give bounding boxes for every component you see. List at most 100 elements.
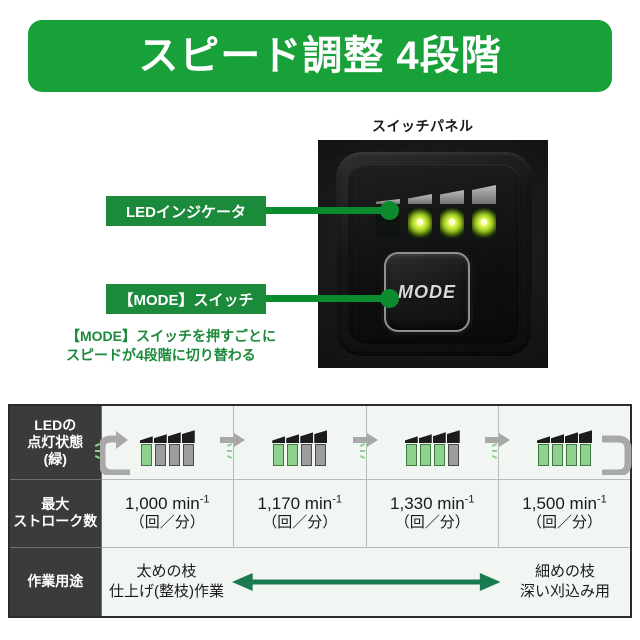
led-spark-icon-1 <box>94 443 102 460</box>
stroke-number-3: 1,330 min <box>390 494 465 513</box>
led-cell-step-4 <box>491 404 632 480</box>
mini-led-2 <box>153 434 167 467</box>
callout-mode-line <box>266 295 389 302</box>
stroke-exponent-4: -1 <box>596 493 607 506</box>
table-row-stroke-count: 最大 ストローク数 1,000 min-1 （回／分） 1,170 min-1 … <box>8 478 632 548</box>
led-icon-group-2 <box>226 430 366 467</box>
led-cell-step-3 <box>359 404 510 480</box>
row-header-stroke-count: 最大 ストローク数 <box>8 478 102 548</box>
title-banner: スピード調整 4段階 <box>28 20 612 92</box>
mini-led-3 <box>432 432 446 467</box>
loop-back-path-right <box>602 435 632 475</box>
row-header-led-line1: LEDの <box>34 417 77 434</box>
row-header-led-state: LEDの 点灯状態 (緑) <box>8 404 102 480</box>
flow-arrow-3 <box>485 433 510 447</box>
mini-led-3 <box>565 432 578 467</box>
stroke-exponent-3: -1 <box>464 493 475 506</box>
flow-arrow-1 <box>220 433 245 447</box>
mini-led-1 <box>139 436 153 467</box>
mini-led-1 <box>537 436 550 467</box>
led-mark-3 <box>440 190 464 204</box>
page-title: スピード調整 4段階 <box>138 34 502 78</box>
work-use-left-line1: 太めの枝 <box>136 563 197 581</box>
work-use-right-text: 細めの枝 深い刈込み用 <box>500 562 630 601</box>
stroke-value-4: 1,500 min-1 <box>499 493 630 514</box>
stroke-cell-step-2: 1,170 min-1 （回／分） <box>233 478 367 548</box>
double-arrow-icon <box>231 572 500 591</box>
row-header-led-line3: (緑) <box>43 450 67 467</box>
led-spark-icon-3 <box>359 443 367 460</box>
stroke-value-1: 1,000 min-1 <box>102 493 234 514</box>
work-use-left-text: 太めの枝 仕上げ(整枝)作業 <box>102 562 232 601</box>
row-header-stroke-line2: ストローク数 <box>13 513 98 529</box>
led-mark-2 <box>408 194 432 204</box>
led-mark-4 <box>472 185 496 204</box>
stroke-number-1: 1,000 min <box>125 494 200 513</box>
stroke-cell-step-1: 1,000 min-1 （回／分） <box>100 478 234 548</box>
led-cell-step-1 <box>94 404 245 480</box>
mode-switch-button[interactable]: MODE <box>384 252 470 332</box>
led-light-2 <box>408 208 432 238</box>
led-cell-step-2 <box>226 404 378 480</box>
led-light-4 <box>472 208 496 238</box>
stroke-unit-1: （回／分） <box>129 514 205 532</box>
work-use-range-arrow <box>231 572 500 592</box>
callout-mode-dot <box>380 289 399 308</box>
row-header-stroke-line1: 最大 <box>41 496 70 513</box>
row-header-work-use: 作業用途 <box>8 546 102 618</box>
flow-arrow-2 <box>352 433 378 447</box>
table-row-led-state: LEDの 点灯状態 (緑) <box>8 404 632 480</box>
callout-led-line <box>266 207 389 214</box>
stroke-number-4: 1,500 min <box>522 494 597 513</box>
led-spark-icon-4 <box>491 443 499 460</box>
led-spark-icon-2 <box>226 443 234 460</box>
mini-led-1 <box>272 436 286 467</box>
callout-led-indicator-label: LEDインジケータ <box>125 203 246 221</box>
work-use-right-line1: 細めの枝 <box>534 563 595 581</box>
table-row-work-use: 作業用途 太めの枝 仕上げ(整枝)作業 細め <box>8 546 632 618</box>
stroke-value-3: 1,330 min-1 <box>367 493 499 514</box>
led-graduation-marks <box>376 184 498 204</box>
mini-led-3 <box>167 432 181 467</box>
led-light-3 <box>440 208 464 238</box>
row-header-led-line2: 点灯状態 <box>27 433 84 450</box>
mini-led-4 <box>181 430 195 467</box>
mini-led-4 <box>314 430 328 467</box>
mode-switch-note-line2: スピードが4段階に切り替わる <box>66 346 256 363</box>
spec-table: LEDの 点灯状態 (緑) <box>8 404 632 618</box>
loop-back-path-left <box>99 430 130 475</box>
led-indicator-lights <box>376 208 498 238</box>
stroke-unit-3: （回／分） <box>394 514 470 532</box>
stroke-unit-2: （回／分） <box>262 514 338 532</box>
stroke-cell-step-4: 1,500 min-1 （回／分） <box>498 478 632 548</box>
work-use-content: 太めの枝 仕上げ(整枝)作業 細めの枝 深い刈込み用 <box>102 548 631 617</box>
mode-switch-note-line1: 【MODE】スイッチを押すごとに <box>66 328 276 344</box>
switch-panel-photo: MODE <box>318 140 548 368</box>
callout-mode-switch: 【MODE】スイッチ <box>106 284 266 314</box>
work-use-cell: 太めの枝 仕上げ(整枝)作業 細めの枝 深い刈込み用 <box>100 546 632 618</box>
mini-led-2 <box>551 434 564 467</box>
mini-led-3 <box>300 432 314 467</box>
stroke-exponent-1: -1 <box>199 493 210 506</box>
mini-led-1 <box>404 436 418 467</box>
mini-led-4 <box>579 430 592 467</box>
mini-led-2 <box>418 434 432 467</box>
work-use-left-line2: 仕上げ(整枝)作業 <box>109 582 224 600</box>
stroke-value-2: 1,170 min-1 <box>234 493 366 514</box>
stroke-unit-4: （回／分） <box>526 514 602 532</box>
work-use-right-line2: 深い刈込み用 <box>519 582 610 600</box>
callout-led-dot <box>380 201 399 220</box>
led-icon-group-4 <box>491 430 630 467</box>
stroke-exponent-2: -1 <box>332 493 342 506</box>
led-icon-group-3 <box>359 430 499 467</box>
mini-led-2 <box>286 434 300 467</box>
mode-switch-note: 【MODE】スイッチを押すごとに スピードが4段階に切り替わる <box>66 327 276 365</box>
mode-button-label: MODE <box>398 281 456 302</box>
mini-led-4 <box>446 430 460 467</box>
led-icon-group-1 <box>94 430 234 467</box>
callout-mode-switch-label: 【MODE】スイッチ <box>118 291 254 309</box>
callout-led-indicator: LEDインジケータ <box>106 196 266 226</box>
switch-panel-caption: スイッチパネル <box>372 118 474 134</box>
stroke-number-2: 1,170 min <box>257 494 333 513</box>
